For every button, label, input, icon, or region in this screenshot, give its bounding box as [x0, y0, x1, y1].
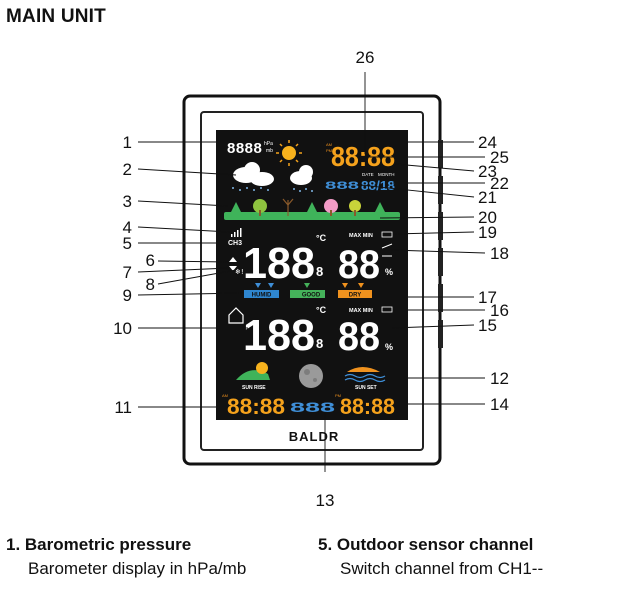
outdoor-trend-arrows — [381, 243, 393, 257]
tree-icons — [230, 198, 386, 216]
bottom-segments: 888 — [290, 399, 335, 415]
callout-4: 4 — [123, 218, 132, 237]
brand-logo: BALDR — [289, 429, 340, 444]
callout-6: 6 — [146, 251, 155, 270]
cloud-icon — [233, 162, 274, 186]
indoor-percent: % — [385, 342, 393, 352]
indoor-temp-decimal: 8 — [316, 336, 323, 351]
date-label: DATE — [362, 172, 374, 177]
callout-14: 14 — [490, 395, 509, 414]
callout-21: 21 — [478, 188, 497, 207]
description-text: Barometer display in hPa/mb — [28, 559, 247, 578]
trend-icons — [229, 257, 237, 271]
sunrise-time: 88:88 — [227, 394, 285, 419]
callout-22: 22 — [490, 174, 509, 193]
comfort-good: GOOD — [302, 293, 321, 299]
snow-icon — [232, 187, 269, 191]
month-label: MONTH — [378, 172, 395, 177]
indoor-battery-icon — [381, 306, 393, 313]
callout-5: 5 — [123, 234, 132, 253]
clock-am: AM — [326, 142, 332, 147]
callout-19: 19 — [478, 223, 497, 242]
pressure-unit-mb: mb — [266, 148, 273, 154]
callout-12: 12 — [490, 369, 509, 388]
description-pressure: 1. Barometric pressure Barometer display… — [6, 533, 246, 581]
sunset-time: 88:88 — [340, 394, 395, 419]
callout-3: 3 — [123, 192, 132, 211]
callout-leader-lines — [137, 72, 486, 472]
comfort-pointers — [255, 283, 364, 288]
date-digits: 88/18 — [361, 178, 395, 193]
page-title: MAIN UNIT — [6, 6, 106, 27]
indoor-house-icon — [228, 307, 244, 324]
side-buttons — [438, 140, 443, 348]
outdoor-temp-digits: 188 — [243, 239, 315, 288]
weekday-segments: 888 — [325, 180, 359, 192]
description-heading: 5. Outdoor sensor channel — [318, 535, 534, 554]
moon-icon — [299, 364, 323, 388]
outdoor-percent: % — [385, 267, 393, 277]
callout-10: 10 — [113, 319, 132, 338]
callout-numbers: 1 2 3 4 5 6 7 8 9 10 11 12 13 14 15 16 1… — [113, 48, 509, 510]
outdoor-maxmin-label: MAX MIN — [349, 233, 373, 239]
callout-8: 8 — [146, 275, 155, 294]
signal-icon — [231, 228, 242, 237]
channel-label: CH3 — [228, 240, 242, 247]
callout-18: 18 — [490, 244, 509, 263]
callout-23: 23 — [478, 162, 497, 181]
alert-icon: ❄! — [235, 268, 244, 276]
outdoor-battery-icon — [381, 231, 393, 238]
clock-pm: PM — [326, 148, 332, 153]
rain-cloud-icon — [290, 165, 313, 185]
callout-13: 13 — [316, 491, 335, 510]
callout-11: 11 — [114, 398, 132, 417]
comfort-dry: DRY — [349, 293, 361, 299]
callout-1: 1 — [123, 133, 132, 152]
outdoor-humidity-digits: 88 — [338, 243, 380, 287]
comfort-good-bg — [290, 290, 325, 298]
clock-digits: 88:88 — [331, 141, 395, 172]
sunset-label: SUN SET — [355, 385, 377, 391]
outdoor-temp-decimal: 8 — [316, 264, 323, 279]
callout-2: 2 — [123, 160, 132, 179]
description-text: Switch channel from CH1-- — [340, 559, 544, 578]
indoor-maxmin-label: MAX MIN — [349, 308, 373, 314]
pressure-digits: 8888 — [227, 140, 262, 157]
callout-17: 17 — [478, 288, 497, 307]
callout-26: 26 — [356, 48, 375, 67]
callout-15: 15 — [478, 316, 497, 335]
callout-7: 7 — [123, 263, 132, 282]
description-heading: 1. Barometric pressure — [6, 535, 192, 554]
comfort-humid: HUMID — [252, 293, 272, 299]
sun-icon — [276, 140, 302, 166]
sunset-pm: PM — [335, 393, 341, 398]
outdoor-temp-unit-c: °C — [316, 233, 327, 243]
sunrise-am: AM — [222, 393, 228, 398]
rain-icon — [293, 188, 313, 192]
comfort-humid-bg — [244, 290, 279, 298]
indoor-temp-digits: 188 — [243, 311, 315, 360]
indoor-humidity-digits: 88 — [338, 315, 380, 359]
device-inner-bezel — [200, 111, 424, 451]
sunrise-label: SUN RISE — [242, 385, 266, 391]
indoor-temp-unit-c: °C — [316, 305, 327, 315]
callout-20: 20 — [478, 208, 497, 227]
sunrise-icon — [236, 362, 270, 380]
callout-25: 25 — [490, 148, 509, 167]
pressure-unit-hpa: hPa — [264, 141, 273, 147]
description-channel: 5. Outdoor sensor channel Switch channel… — [318, 533, 543, 581]
sunset-icon — [344, 367, 386, 383]
comfort-dry-bg — [338, 290, 372, 298]
callout-24: 24 — [478, 133, 497, 152]
callout-16: 16 — [490, 301, 509, 320]
callout-9: 9 — [123, 286, 132, 305]
